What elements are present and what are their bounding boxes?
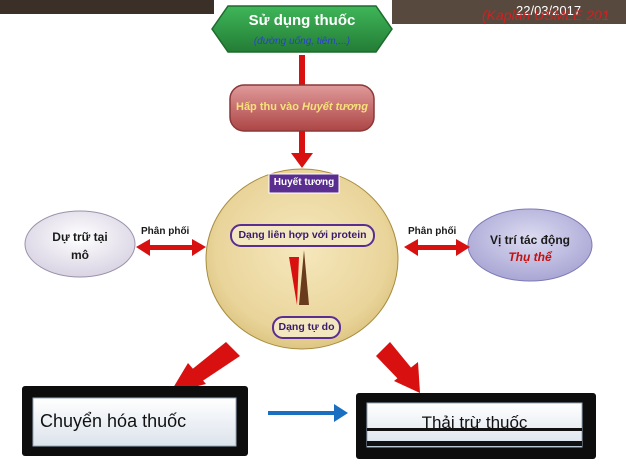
site-of-action-ellipse [467,208,593,282]
arrow-head-2 [291,153,313,168]
protein-bound-label: Dạng liên hợp với protein [238,229,367,241]
site-of-action-line1: Vị trí tác động [489,233,570,247]
edge-label-right: Phân phối [408,226,457,237]
right-arrow-head-left [404,239,418,256]
arrow-shaft-2 [299,131,305,155]
header-bar-right [392,0,626,24]
excretion-box [366,402,583,448]
tissue-storage-line2: mô [71,248,89,262]
arrow-to-metabolism [170,342,240,393]
metabolism-box [32,397,237,447]
edge-label-left: Phân phối [141,226,190,237]
blue-arrow-head [334,404,348,422]
metabolism-label: Chuyển hóa thuốc [40,411,187,431]
equilibrium-wedge-red [289,257,299,305]
header-bar-left [0,0,214,14]
arrow-shaft-1 [299,55,305,85]
drug-use-hexagon [211,5,393,53]
plasma-label-bg [268,173,340,194]
equilibrium-wedge-brown [299,250,309,305]
protein-bound-pill [230,224,375,247]
left-arrow-head-left [136,239,150,256]
header-date: 22/03/2017 [516,3,582,18]
left-arrow-shaft [148,245,194,250]
left-arrow-head-right [192,239,206,256]
blue-arrow-shaft [268,411,334,415]
excretion-label: Thải trừ thuốc [421,413,528,432]
drug-use-subtitle: (đường uống, tiêm,...) [253,36,351,47]
header-citation: (Kaplan USMLE 201 [482,7,610,23]
tissue-storage-ellipse [24,210,136,278]
absorption-label: Hấp thu vào Huyết tương [230,101,374,113]
absorption-prefix: Hấp thu vào [236,101,303,113]
site-of-action-line2: Thụ thể [508,250,552,264]
free-form-label: Dạng tự do [278,321,335,333]
absorption-emphasis: Huyết tương [302,101,368,113]
right-arrow-head-right [456,239,470,256]
tissue-storage-line1: Dự trữ tại [52,230,108,244]
excretion-box-bar-1 [367,428,582,431]
drug-use-title: Sử dụng thuốc [248,12,356,29]
plasma-label: Huyết tương [273,177,335,188]
arrow-to-excretion [376,342,420,393]
plasma-circle [205,168,399,350]
excretion-box-bar-2 [367,441,582,446]
free-form-pill [272,316,341,339]
right-arrow-shaft [417,245,459,250]
